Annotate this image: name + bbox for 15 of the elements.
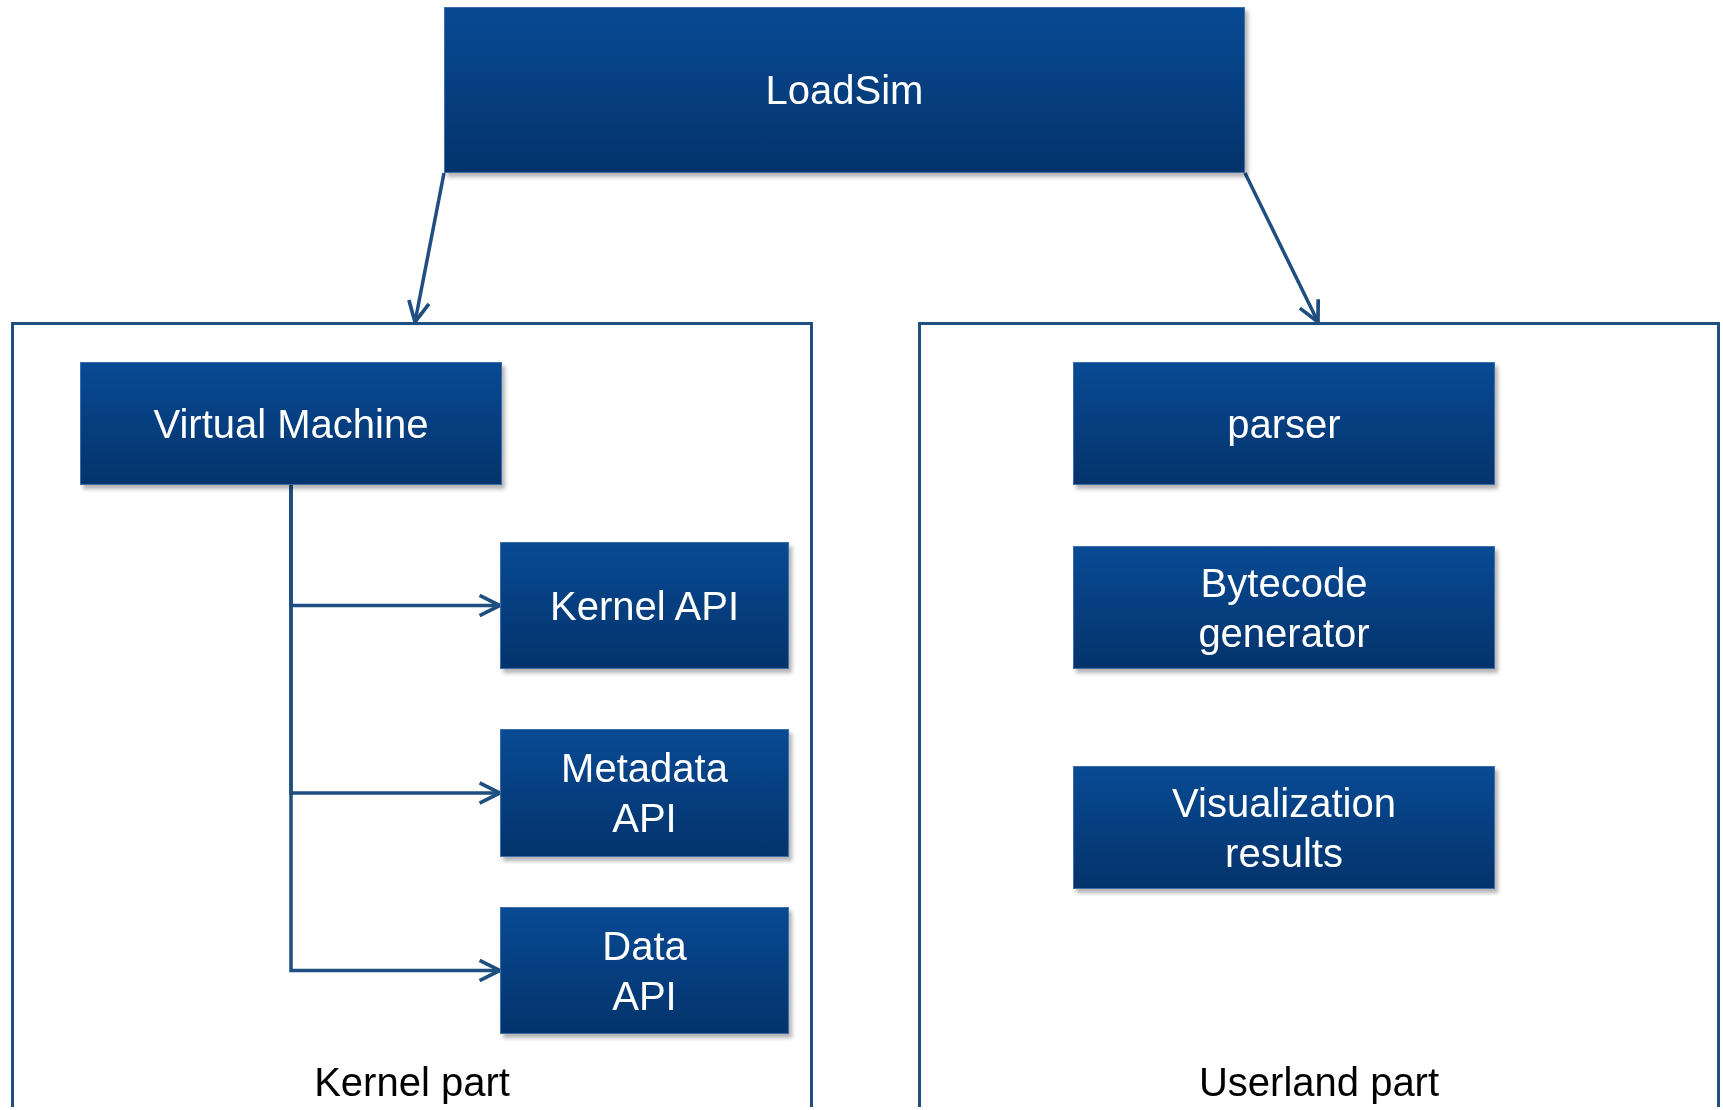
process-box: Kernel API [500,542,789,669]
process-box: parser [1073,362,1495,485]
process-box: Bytecode generator [1073,546,1495,669]
arrow [289,485,502,983]
arrow [1243,172,1320,324]
arrow [407,172,446,324]
panel-title: Userland part [1198,1060,1440,1105]
process-box: Visualization results [1073,766,1495,889]
process-box: Data API [500,907,789,1034]
panel-title: Kernel part [314,1060,510,1105]
process-box: Virtual Machine [80,362,502,485]
group-panel [11,322,813,1107]
process-box: LoadSim [444,7,1245,173]
group-panel [918,322,1720,1107]
process-box: Metadata API [500,729,789,857]
